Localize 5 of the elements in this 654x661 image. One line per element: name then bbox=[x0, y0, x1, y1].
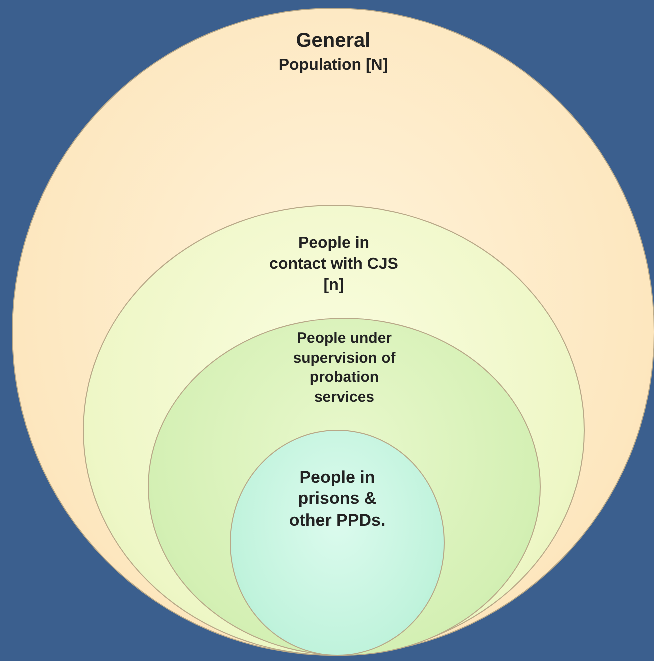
region-label: People in contact with CJS [n] bbox=[269, 234, 399, 296]
region-label: People in prisons & other PPDs. bbox=[288, 467, 387, 531]
region-label: General bbox=[295, 29, 372, 53]
region-label: People under supervision of probation services bbox=[292, 329, 397, 407]
region-label: Population [N] bbox=[278, 56, 388, 76]
